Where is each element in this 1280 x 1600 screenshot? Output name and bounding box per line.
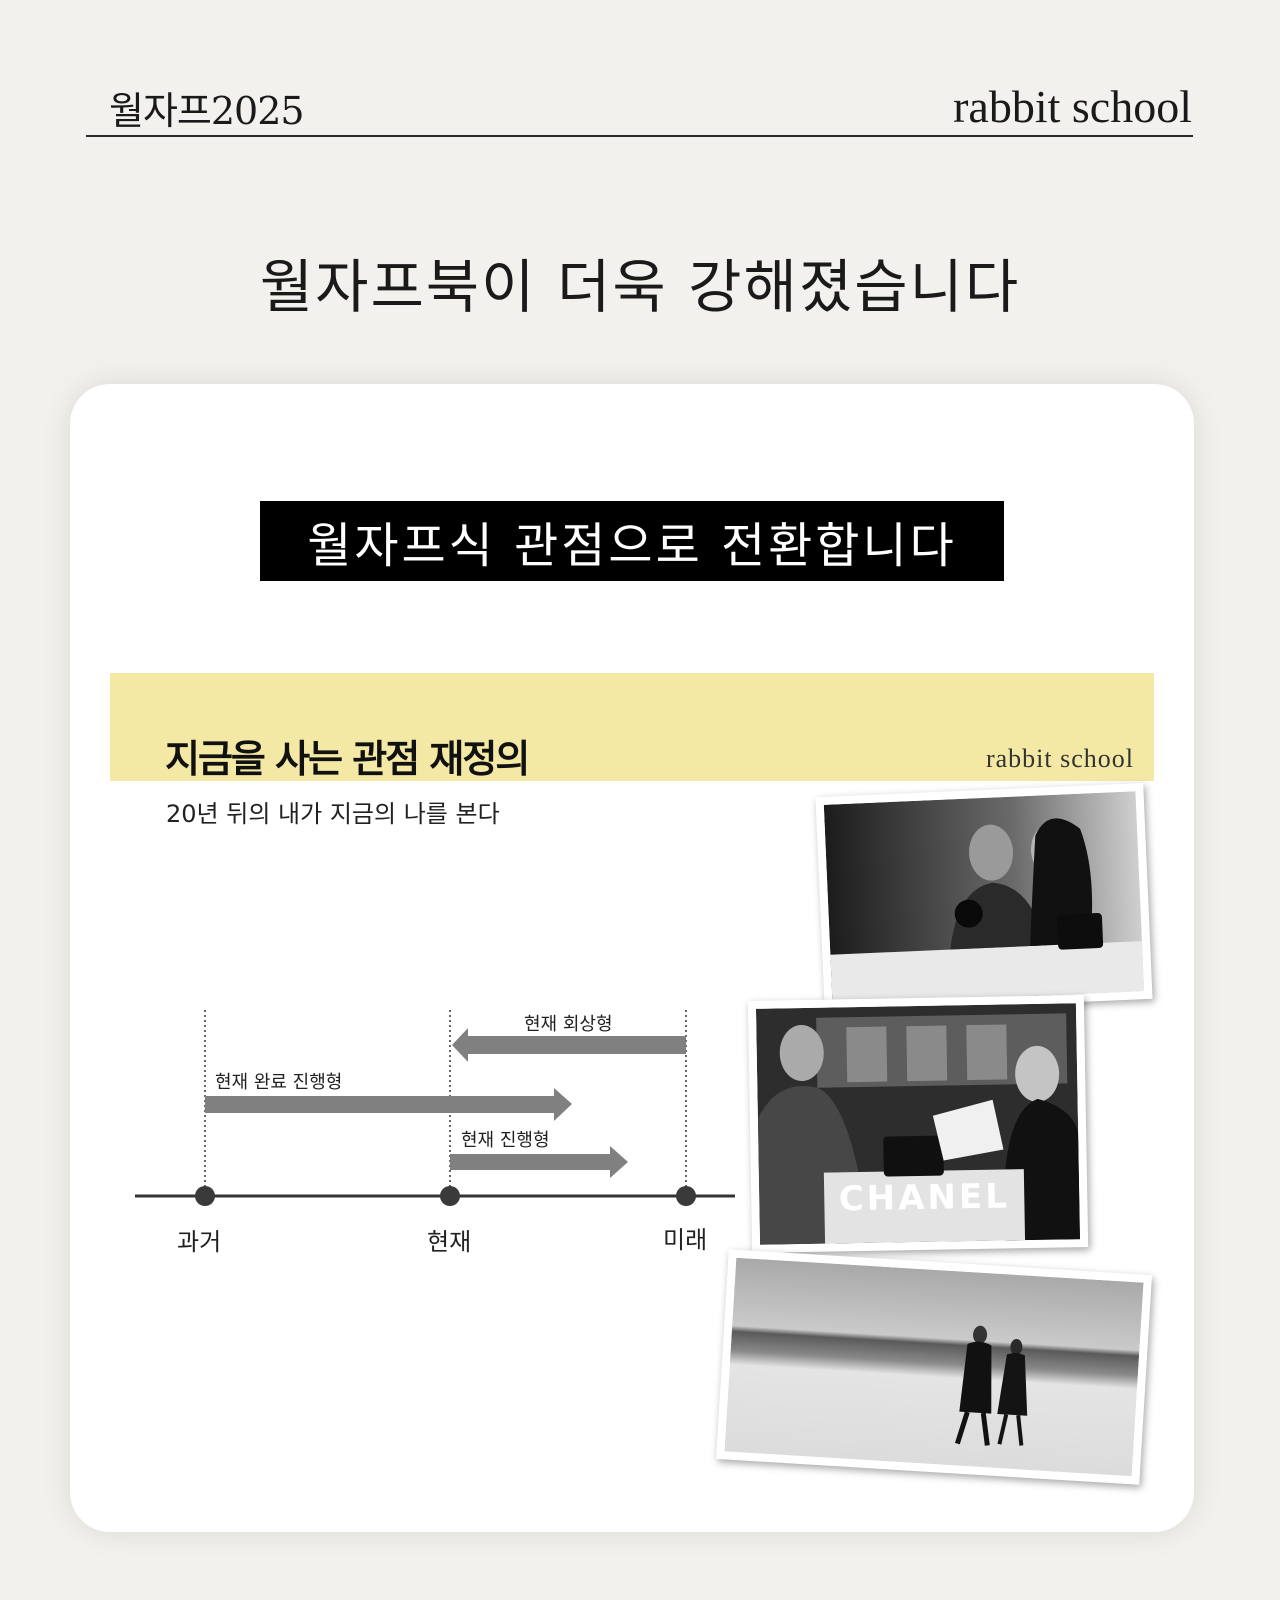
photo-couple-cafe [815, 782, 1153, 1014]
chanel-logo-text: CHANEL [838, 1176, 1010, 1219]
future-point [676, 1186, 696, 1206]
axis-label-past: 과거 [177, 1228, 222, 1256]
photo-chanel-dinner: CHANEL [747, 995, 1089, 1253]
slide-title: 지금을 사는 관점 재정의 [165, 737, 530, 781]
timeline-diagram [135, 1010, 735, 1206]
banner-title: 월자프식 관점으로 전환합니다 [260, 501, 1004, 581]
axis-label-present: 현재 [427, 1228, 472, 1256]
past-point [195, 1186, 215, 1206]
axis-label-future: 미래 [663, 1226, 708, 1254]
slide-title-bar [110, 673, 1154, 781]
arrow-label-recall: 현재 회상형 [524, 1014, 613, 1035]
present-point [440, 1186, 460, 1206]
arrow-label-progressive: 현재 진행형 [461, 1130, 550, 1151]
arrow-perfect-progressive [205, 1088, 572, 1121]
arrow-recall [452, 1028, 686, 1062]
page-headline: 월자프북이 더욱 강해졌습니다 [259, 253, 1021, 321]
slide-subtitle: 20년 뒤의 내가 지금의 나를 본다 [166, 800, 500, 828]
arrow-progressive [450, 1146, 628, 1178]
header-brand: rabbit school [953, 81, 1192, 132]
header-title: 월자프2025 [109, 89, 305, 133]
arrow-label-perfect-progressive: 현재 완료 진행형 [215, 1072, 343, 1093]
photo-beach-walk [715, 1249, 1153, 1485]
slide-brand: rabbit school [985, 744, 1134, 773]
header-divider [86, 135, 1193, 137]
